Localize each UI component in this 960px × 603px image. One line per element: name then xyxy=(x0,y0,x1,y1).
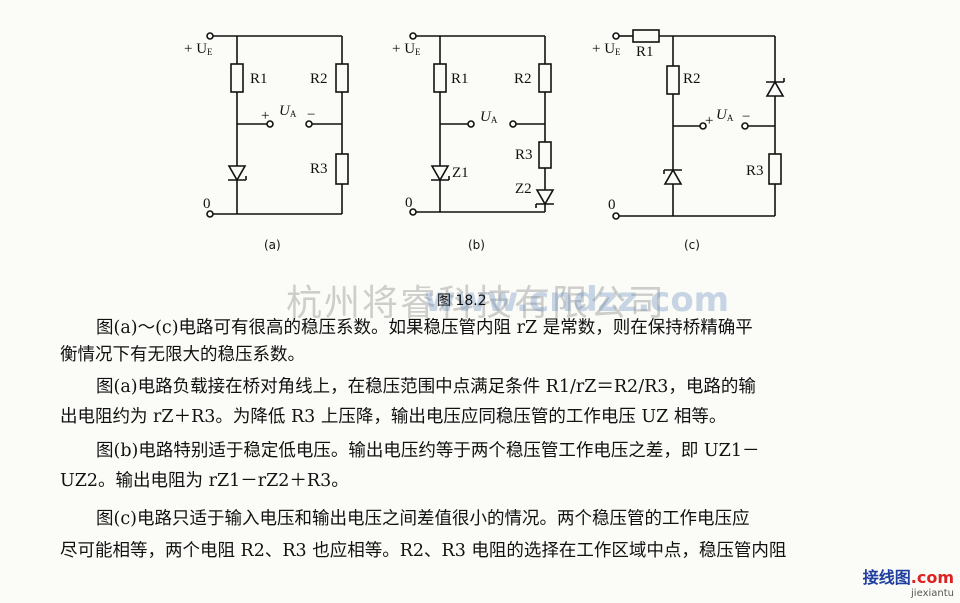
minus-label-c: − xyxy=(742,109,751,125)
zero-label-a: 0 xyxy=(203,196,211,212)
plus-label-a: + xyxy=(261,108,270,124)
r2-label-b: R2 xyxy=(514,71,532,87)
caption-c: (c) xyxy=(684,238,700,252)
r2-label-c: R2 xyxy=(683,71,701,87)
watermark-site: www.cndzz.com xyxy=(424,280,730,320)
r3-label-b: R3 xyxy=(515,147,533,163)
circuit-c xyxy=(612,29,785,220)
ue-label-c: + UE xyxy=(592,41,621,57)
ua-label-c: UA xyxy=(716,107,734,123)
r1-label-b: R1 xyxy=(451,71,469,87)
r3-label-c: R3 xyxy=(746,163,764,179)
figure-title: 图 18.2 xyxy=(437,293,487,309)
paragraph-line-4: 出电阻约为 rZ＋R3。为降低 R3 上压降，输出电压应同稳压管的工作电压 UZ… xyxy=(60,407,727,427)
caption-a: (a) xyxy=(264,238,281,252)
r3-label-a: R3 xyxy=(310,161,328,177)
circuit-diagrams xyxy=(206,29,785,220)
z1-label-b: Z1 xyxy=(452,165,469,181)
minus-label-a: − xyxy=(307,107,316,123)
ua-label-b: UA xyxy=(480,109,498,125)
paragraph-line-5: 图(b)电路特别适于稳定低电压。输出电压约等于两个稳压管工作电压之差，即 UZ1… xyxy=(96,441,760,461)
watermark-company: 杭州将睿科技有限公司 xyxy=(286,283,667,324)
z2-label-b: Z2 xyxy=(515,181,532,197)
site-logo: 接线图.com jiexiantu xyxy=(862,568,954,599)
paragraph-line-6: UZ2。输出电阻为 rZ1－rZ2＋R3。 xyxy=(60,471,349,491)
ua-label-a: UA xyxy=(279,103,297,119)
ue-label-a: + UE xyxy=(184,41,213,57)
paragraph-line-1: 图(a)～(c)电路可有很高的稳压系数。如果稳压管内阻 rZ 是常数，则在保持桥… xyxy=(96,318,753,338)
plus-label-c: + xyxy=(705,113,714,129)
zero-label-c: 0 xyxy=(608,197,616,213)
paragraph-line-7: 图(c)电路只适于输入电压和输出电压之间差值很小的情况。两个稳压管的工作电压应 xyxy=(96,509,750,529)
paragraph-line-2: 衡情况下有无限大的稳压系数。 xyxy=(60,345,305,365)
circuit-a xyxy=(206,32,349,218)
ue-label-b: + UE xyxy=(392,41,421,57)
r1-label-c: R1 xyxy=(636,44,654,60)
paragraph-line-8: 尽可能相等，两个电阻 R2、R3 也应相等。R2、R3 电阻的选择在工作区域中点… xyxy=(60,541,787,561)
paragraph-line-3: 图(a)电路负载接在桥对角线上，在稳压范围中点满足条件 R1/rZ＝R2/R3，… xyxy=(96,377,756,397)
circuit-b xyxy=(409,32,555,216)
caption-b: (b) xyxy=(468,238,485,252)
r2-label-a: R2 xyxy=(310,71,328,87)
zero-label-b: 0 xyxy=(405,195,413,211)
r1-label-a: R1 xyxy=(250,71,268,87)
